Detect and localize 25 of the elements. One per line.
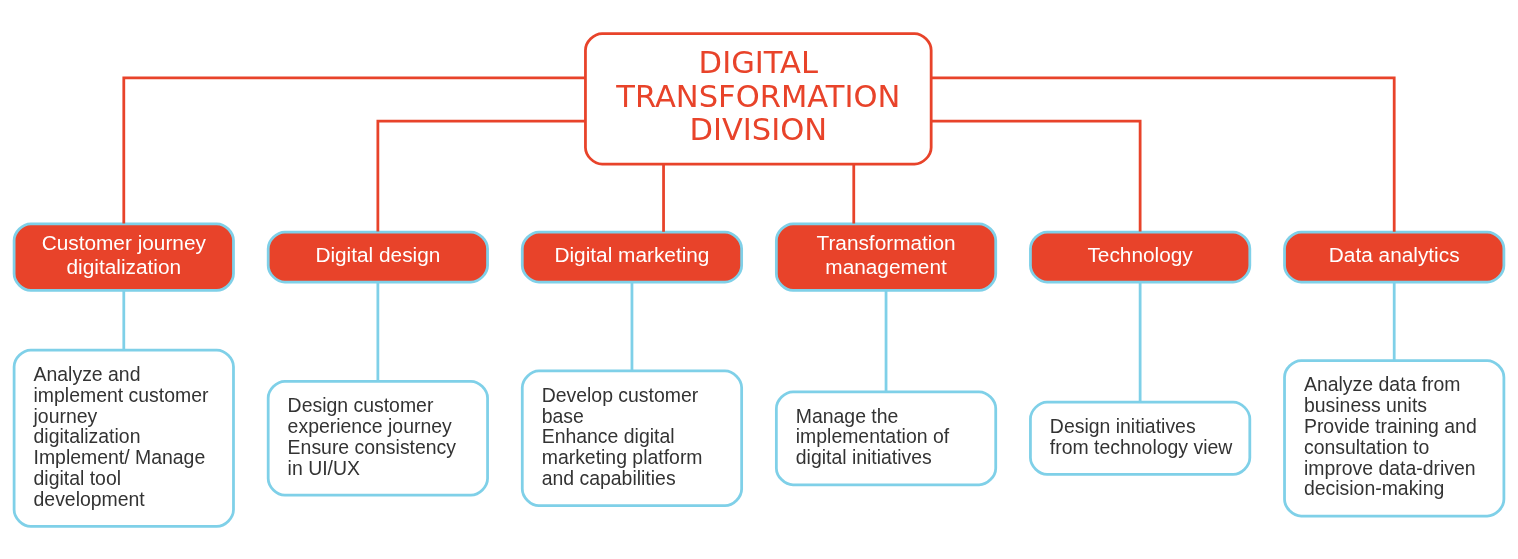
node-box: Develop customer base Enhance digital marketing platform and capabilities [520, 369, 744, 507]
connector [884, 290, 888, 391]
node-box: Data analytics [1283, 230, 1506, 283]
connector [630, 281, 634, 371]
node-box: Design customer experience journey Ensure consistency in UI/UX [266, 379, 489, 497]
connector [852, 163, 856, 224]
node-box: DIGITAL TRANSFORMATION DIVISION [584, 31, 933, 165]
node-box: Customer journey digitalization [12, 221, 235, 292]
node-box: Digital marketing [520, 230, 744, 283]
connector [376, 281, 380, 381]
node-box: Digital design [266, 230, 489, 283]
connector [931, 76, 1396, 232]
node-box: Analyze and implement customer journey digitalization Implement/ Manage digital tool development [12, 348, 235, 528]
connector [122, 290, 126, 350]
node-box: Design initiatives from technology view [1029, 400, 1252, 476]
node-box: Manage the implementation of digital initiatives [774, 389, 998, 486]
connector [122, 76, 586, 223]
node-box: Analyze data from business units Provide training and consultation to improve data-driven decision-making [1283, 358, 1506, 517]
connector [1138, 281, 1142, 402]
connector [931, 119, 1142, 231]
node-box: Technology [1029, 230, 1252, 283]
connector [376, 119, 586, 231]
connector [1392, 281, 1396, 360]
connector [662, 163, 665, 232]
node-box: Transformation management [774, 221, 998, 292]
